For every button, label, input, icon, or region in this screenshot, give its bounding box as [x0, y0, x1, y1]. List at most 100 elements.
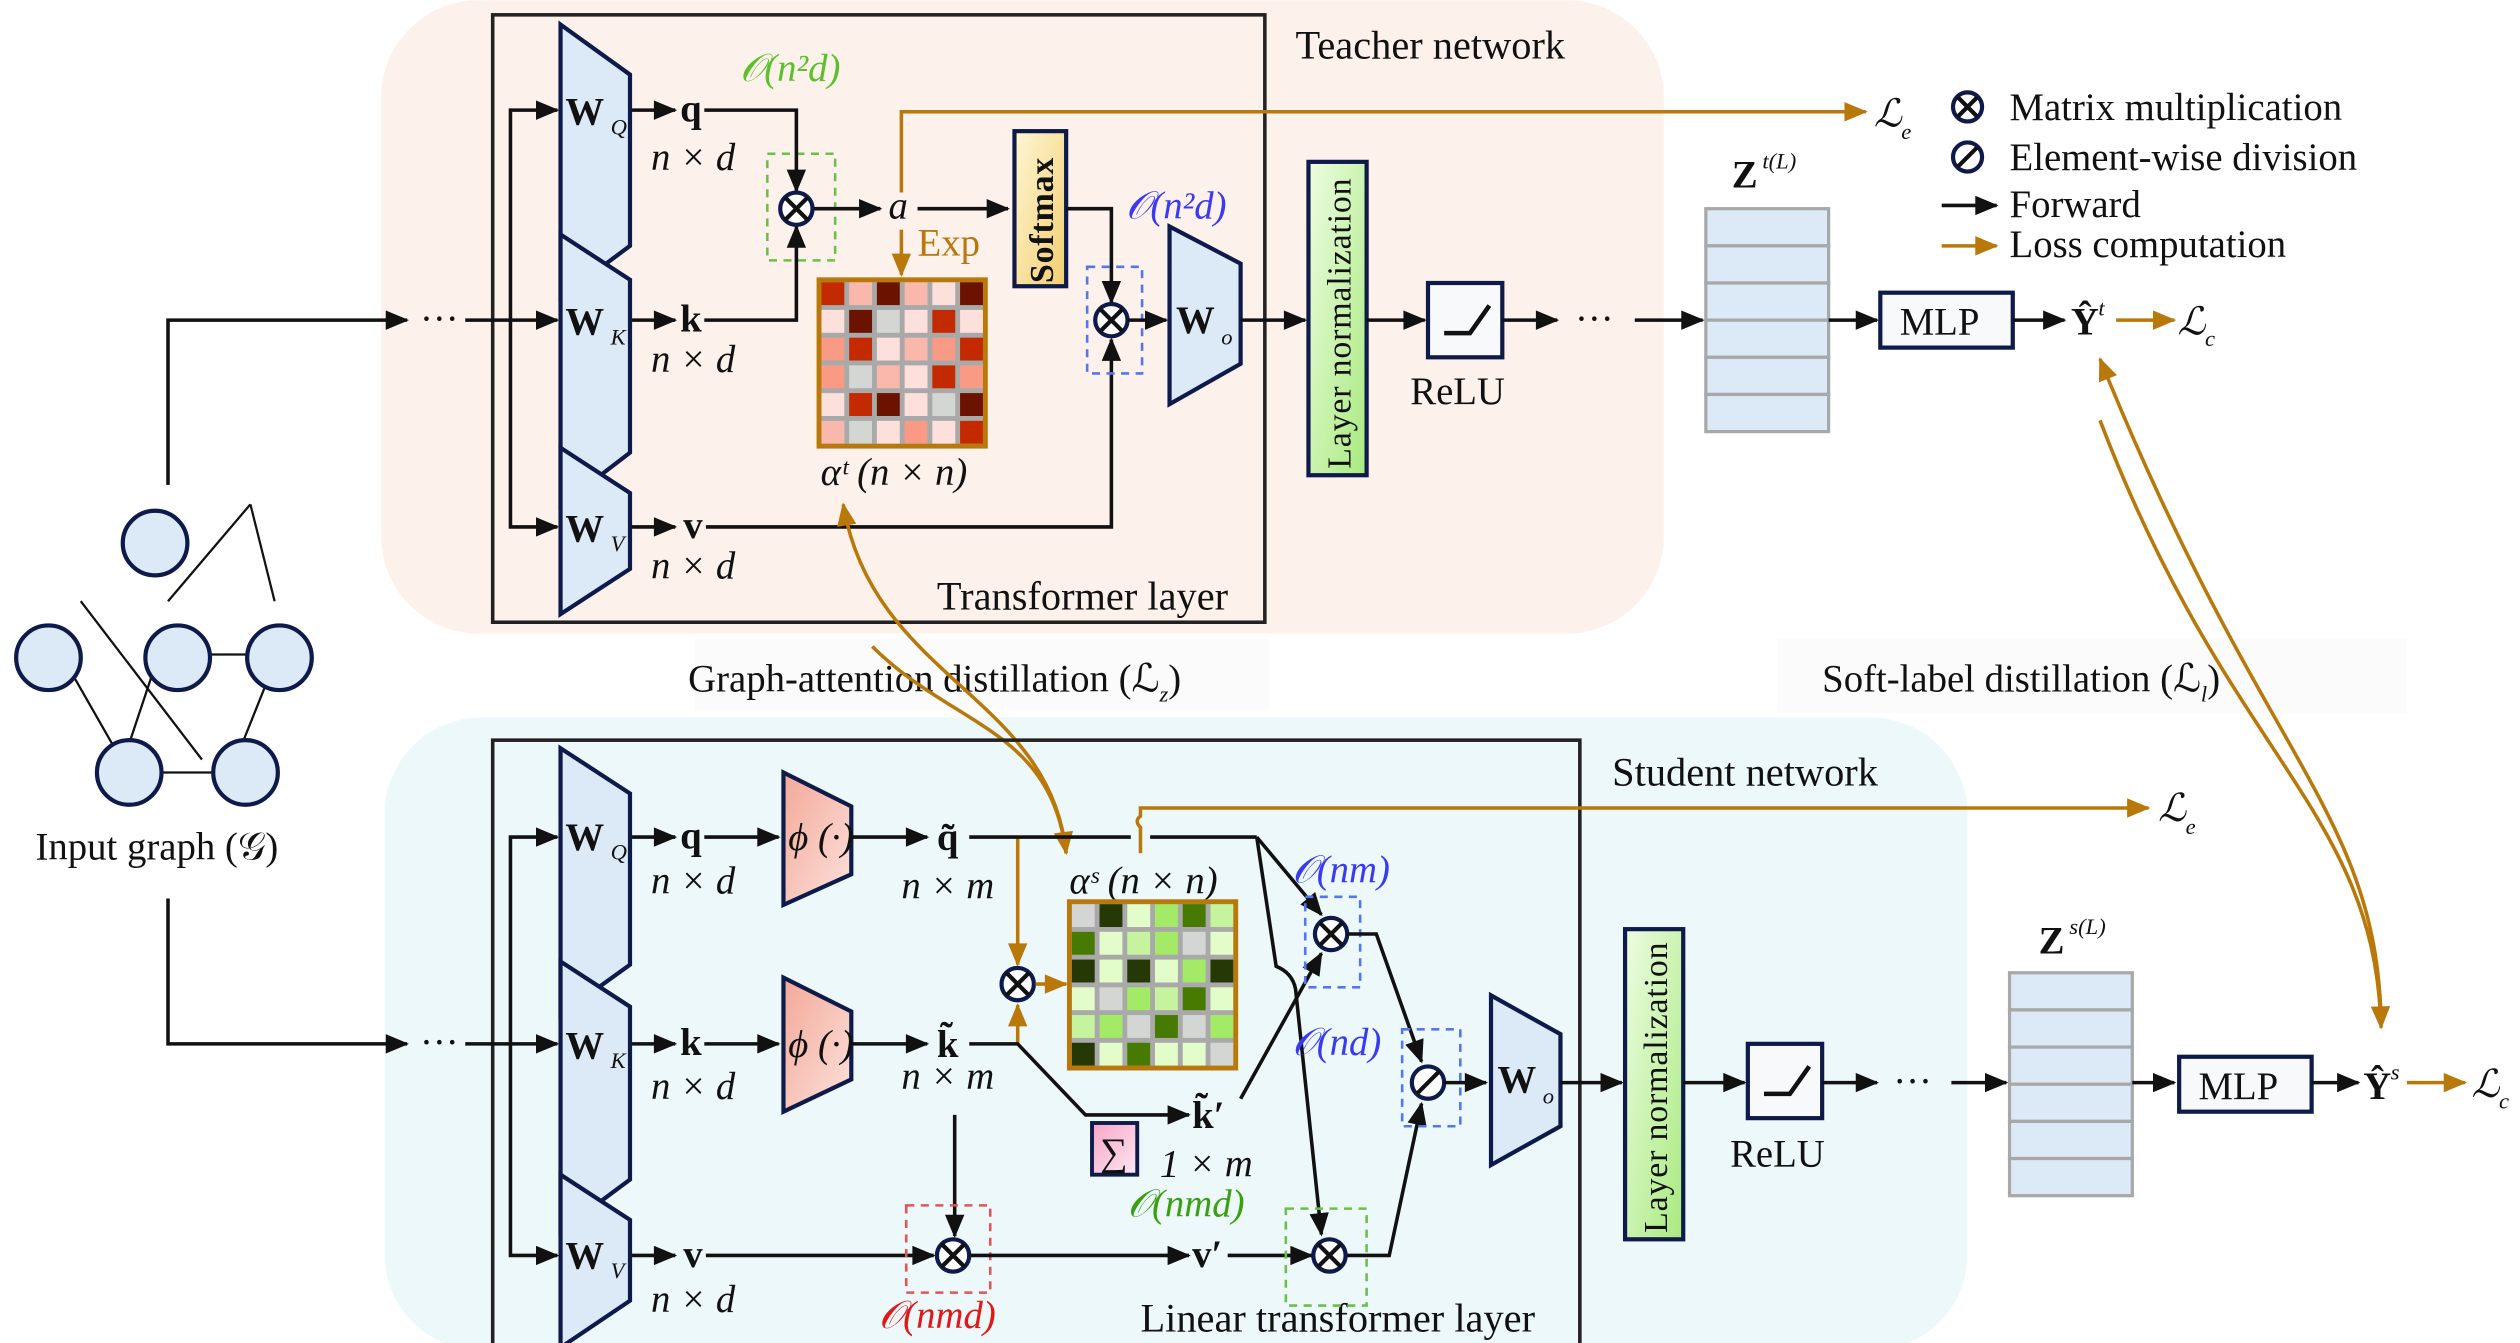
student-z-superscript: s(L) — [2069, 914, 2105, 939]
student-k-prime-label: k̃′ — [1192, 1093, 1224, 1137]
teacher-network-title: Teacher network — [1296, 22, 1566, 67]
matrix-cell — [932, 337, 956, 361]
student-relu-block — [1745, 1041, 1825, 1121]
student-q-tilde-to-nm-mult-wire — [1255, 835, 1323, 917]
matrix-cell — [960, 337, 983, 361]
teacher-k-to-mult-wire — [704, 224, 807, 322]
student-loss-e: ℒ — [2158, 787, 2187, 830]
graph-attention-distillation-curve-down — [871, 645, 1074, 856]
matrix-cell — [1210, 1042, 1234, 1066]
legend-label: Matrix multiplication — [2010, 86, 2343, 129]
teacher-loss-c: ℒ — [2178, 301, 2207, 344]
teacher-mlp-label: MLP — [1900, 301, 1980, 344]
close-paren: ) — [2207, 658, 2220, 701]
matrix-cell — [1210, 987, 1234, 1011]
student-kprime-to-nm-mult-wire — [1239, 951, 1323, 1100]
matrix-cell — [821, 337, 845, 361]
matrix-cell — [904, 309, 928, 333]
matrix-cell — [1210, 1015, 1234, 1038]
matrix-cell — [849, 309, 873, 333]
student-input-ellipsis: ··· — [420, 1021, 459, 1064]
student-complexity-nd: 𝒪(nd) — [1292, 1021, 1381, 1064]
teacher-network: Teacher network Transformer layer ··· W … — [166, 13, 1705, 625]
matrix-cell — [876, 420, 900, 444]
matrix-cell — [821, 365, 845, 389]
teacher-loss-e: ℒ — [1874, 92, 1903, 135]
student-q-label: q — [680, 814, 702, 857]
student-attention-matrix — [1066, 899, 1239, 1071]
teacher-attention-matrix — [816, 277, 988, 449]
teacher-v-label: v — [683, 504, 703, 547]
matrix-cell — [1127, 1042, 1151, 1066]
student-le-loss-arrow — [1135, 798, 2151, 854]
embedding-row — [2007, 1156, 2134, 1198]
student-nm-to-div-wire — [1347, 932, 1424, 1064]
matrix-cell — [1127, 959, 1151, 983]
matrix-cell — [1155, 987, 1178, 1011]
student-mlp-label: MLP — [2199, 1065, 2279, 1108]
student-k-prime-dim: 1 × m — [1160, 1142, 1253, 1185]
student-loss-e-subscript: e — [2186, 814, 2196, 839]
teacher-wv-block: W V — [558, 443, 633, 619]
student-phi-q-block: ϕ (·) — [781, 769, 854, 909]
matrix-multiplication-icon — [934, 1237, 972, 1274]
graph-node — [120, 508, 190, 578]
matrix-cell — [932, 309, 956, 333]
teacher-wv-label: W — [565, 507, 604, 550]
matrix-cell — [1182, 1015, 1206, 1038]
matrix-cell — [904, 282, 928, 306]
matrix-cell — [1071, 904, 1095, 928]
matrix-cell — [1099, 1015, 1123, 1038]
matrix-cell — [821, 420, 845, 444]
graph-attention-label-bg — [694, 638, 1270, 710]
student-input-wire — [166, 898, 410, 1054]
graph-attention-subscript: z — [1158, 681, 1168, 706]
matrix-cell — [1155, 959, 1178, 983]
matrix-cell — [849, 365, 873, 389]
student-q-tilde-dim: n × m — [901, 864, 994, 907]
student-q-tilde-to-nmd-mult-wire — [1255, 836, 1329, 1237]
teacher-wo-block: W o — [1167, 222, 1243, 408]
teacher-k-label: k — [680, 297, 702, 340]
matrix-cell — [960, 282, 983, 306]
embedding-row — [1704, 355, 1831, 397]
matrix-cell — [849, 282, 873, 306]
teacher-input-wire — [166, 310, 410, 485]
student-kv-complexity-box — [904, 1204, 992, 1294]
matrix-cell — [876, 337, 900, 361]
student-k-tilde-label: k̃ — [937, 1022, 959, 1066]
teacher-wo-label: W — [1176, 299, 1215, 342]
student-wq-block: W Q — [558, 744, 633, 1019]
transformer-layer-title: Transformer layer — [937, 573, 1229, 618]
sum-block: ∑ — [1090, 1121, 1140, 1177]
student-nmd-to-div-wire — [1347, 1101, 1427, 1258]
student-mlp-block: MLP — [2177, 1054, 2314, 1114]
matrix-cell — [849, 337, 873, 361]
legend-label: Forward — [2010, 183, 2141, 226]
matrix-cell — [1127, 931, 1151, 955]
teacher-wq-subscript: Q — [611, 114, 627, 139]
matrix-cell — [932, 282, 956, 306]
embedding-row — [2007, 1008, 2134, 1049]
matrix-cell — [960, 365, 983, 389]
matrix-cell — [932, 365, 956, 389]
student-y-label: Ŷ — [2363, 1065, 2391, 1108]
input-graph: Input graph (𝒢) — [14, 503, 314, 869]
close-paren: ) — [1168, 658, 1181, 701]
matrix-cell — [876, 282, 900, 306]
teacher-wq-in-wire — [508, 100, 560, 321]
student-z-label: Z — [2039, 919, 2065, 962]
matrix-cell — [960, 420, 983, 444]
student-wk-block: W K — [558, 957, 633, 1236]
teacher-mlp-block: MLP — [1878, 290, 2015, 350]
student-wq-subscript: Q — [611, 840, 627, 865]
matrix-cell — [1182, 987, 1206, 1011]
embedding-row — [1704, 392, 1831, 434]
student-k-tilde-to-kprime-wire — [969, 1042, 1191, 1125]
student-network-title: Student network — [1612, 749, 1879, 794]
matrix-cell — [821, 282, 845, 306]
soft-label-distillation-curve-down — [2098, 419, 2391, 1030]
matrix-cell — [904, 420, 928, 444]
graph-node — [245, 623, 314, 693]
sum-icon: ∑ — [1100, 1131, 1128, 1174]
